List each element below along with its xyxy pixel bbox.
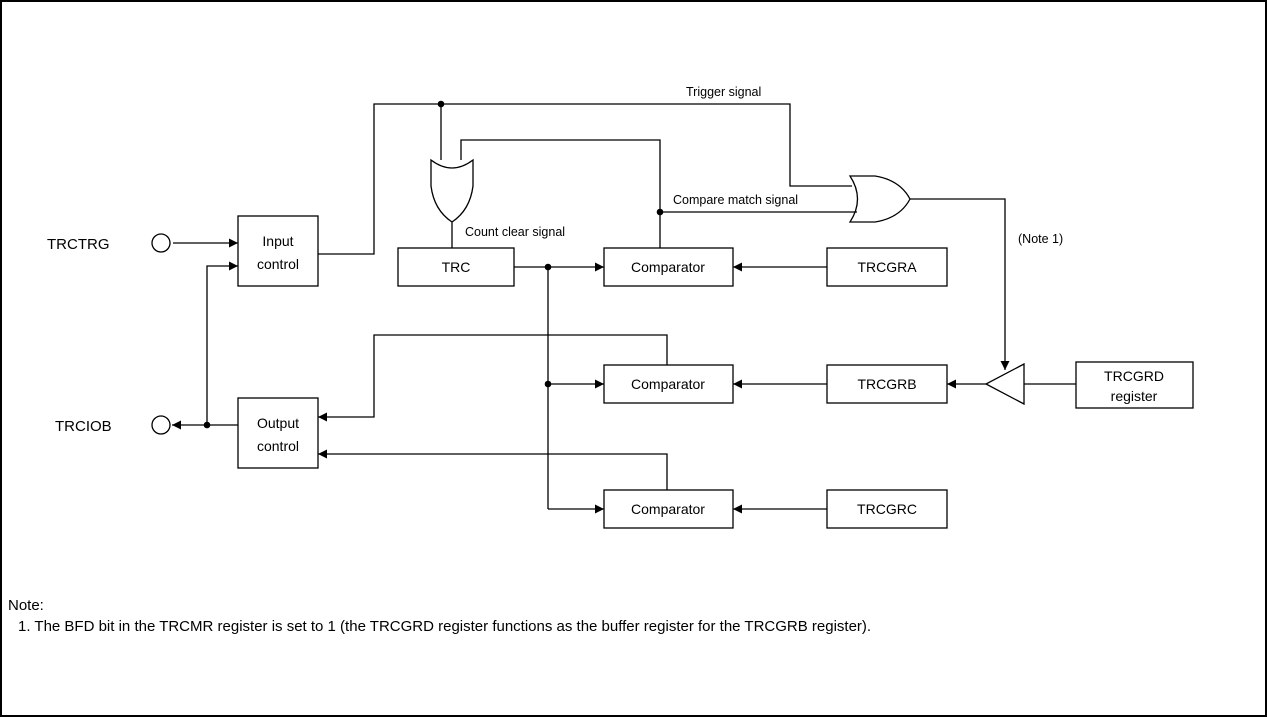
buffer-triangle-icon	[984, 362, 1025, 406]
junction-trciob	[203, 421, 211, 429]
input-control-label-line1: Input	[262, 233, 293, 249]
wire-or-output-to-buffer	[910, 198, 1010, 370]
junction-comp-b-bus	[544, 380, 552, 388]
trcgrb-block	[826, 364, 948, 404]
compare-match-signal-label: Compare match signal	[673, 193, 798, 207]
input-control-block	[237, 215, 319, 287]
comparator-c-label: Comparator	[631, 501, 705, 517]
trcgra-block	[826, 247, 948, 287]
comparator-b-label: Comparator	[631, 376, 705, 392]
junction-compare-match	[656, 208, 664, 216]
or-gate-count-clear-icon	[430, 158, 474, 223]
comparator-b-block	[603, 364, 734, 404]
trciob-pin-icon	[151, 415, 171, 435]
output-control-label-line1: Output	[257, 415, 299, 431]
trcgra-label: TRCGRA	[857, 259, 917, 275]
note-ref-label: (Note 1)	[1018, 232, 1063, 246]
wire-comp-b-to-output	[318, 334, 668, 422]
comparator-c-block	[603, 489, 734, 529]
output-control-block	[237, 397, 319, 469]
count-clear-signal-label: Count clear signal	[465, 225, 565, 239]
input-control-label-line2: control	[257, 256, 299, 272]
trcgrd-label-line2: register	[1111, 388, 1158, 404]
trctrg-pin-icon	[151, 233, 171, 253]
wire-input-control-to-trigger	[318, 103, 852, 255]
trcgrd-register-block	[1075, 361, 1194, 409]
trigger-signal-label: Trigger signal	[686, 85, 761, 99]
junction-trigger	[437, 100, 445, 108]
trc-label: TRC	[442, 259, 471, 275]
trcgrd-label-line1: TRCGRD	[1104, 368, 1164, 384]
trc-counter-block	[397, 247, 515, 287]
wire-compare-match-feedback	[460, 139, 661, 248]
junction-trc-bus	[544, 263, 552, 271]
or-gate-trigger-icon	[848, 175, 911, 223]
trcgrb-label: TRCGRB	[857, 376, 916, 392]
wire-comp-c-to-output	[318, 449, 668, 490]
output-control-label-line2: control	[257, 438, 299, 454]
note-heading: Note:	[8, 597, 44, 614]
trctrg-pin-label: TRCTRG	[47, 236, 110, 253]
trcgrc-label: TRCGRC	[857, 501, 917, 517]
trciob-pin-label: TRCIOB	[55, 418, 112, 435]
comparator-a-label: Comparator	[631, 259, 705, 275]
comparator-a-block	[603, 247, 734, 287]
wire-trciob-feedback	[206, 261, 238, 425]
trcgrc-block	[826, 489, 948, 529]
note-item-1: 1. The BFD bit in the TRCMR register is …	[18, 618, 872, 635]
